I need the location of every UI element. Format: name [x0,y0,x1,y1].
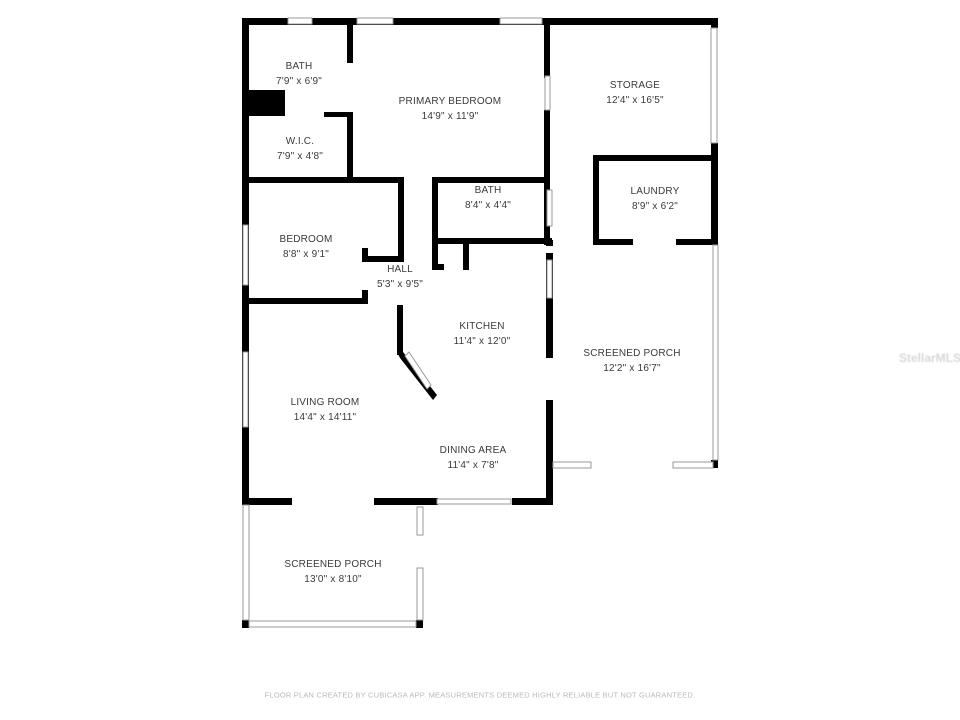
room-dimensions: 7'9" x 6'9" [276,76,322,87]
room-name: LIVING ROOM [290,397,360,408]
room-dimensions: 8'9" x 6'2" [632,201,678,212]
room-dimensions: 11'4" x 7'8" [447,460,499,471]
room-label-primary-bedroom: PRIMARY BEDROOM 14'9" x 11'9" [399,94,502,124]
room-dimensions: 8'4" x 4'4" [465,200,511,211]
room-label-dining-area: DINING AREA 11'4" x 7'8" [440,443,507,473]
room-name: PRIMARY BEDROOM [398,96,502,107]
room-dimensions: 14'4" x 14'11" [293,412,357,423]
room-dimensions: 14'9" x 11'9" [421,111,479,122]
room-name: DINING AREA [439,445,507,456]
room-name: LAUNDRY [630,186,680,197]
room-label-bedroom: BEDROOM 8'8" x 9'1" [279,232,332,262]
room-name: SCREENED PORCH [583,348,681,359]
room-label-hall: HALL 5'3" x 9'5" [377,262,423,292]
room-name: BEDROOM [279,234,333,245]
room-label-wic: W.I.C. 7'9" x 4'8" [277,134,323,164]
room-name: STORAGE [609,80,661,91]
room-name: HALL [387,264,413,275]
room-label-laundry: LAUNDRY 8'9" x 6'2" [630,184,679,214]
room-label-screened-porch-south: SCREENED PORCH 13'0" x 8'10" [284,557,381,587]
room-name: W.I.C. [285,136,315,147]
room-name: KITCHEN [459,321,505,332]
room-label-bath-2: BATH 8'4" x 4'4" [465,183,511,213]
room-dimensions: 13'0" x 8'10" [304,574,362,585]
room-dimensions: 12'2" x 16'7" [603,363,661,374]
room-dimensions: 5'3" x 9'5" [377,279,423,290]
footer-disclaimer: FLOOR PLAN CREATED BY CUBICASA APP. MEAS… [264,690,696,700]
room-dimensions: 11'4" x 12'0" [453,336,511,347]
room-dimensions: 8'8" x 9'1" [283,249,329,260]
room-dimensions: 12'4" x 16'5" [606,95,664,106]
room-name: BATH [285,61,313,72]
room-label-screened-porch-east: SCREENED PORCH 12'2" x 16'7" [583,346,680,376]
room-name: BATH [474,185,502,196]
room-label-storage: STORAGE 12'4" x 16'5" [606,78,663,108]
windows [242,17,719,628]
room-name: SCREENED PORCH [284,559,382,570]
watermark-text: StellarMLS [898,351,960,365]
room-label-living-room: LIVING ROOM 14'4" x 14'11" [291,395,360,425]
room-label-kitchen: KITCHEN 11'4" x 12'0" [454,319,511,349]
room-dimensions: 7'9" x 4'8" [277,151,323,162]
room-label-bath-1: BATH 7'9" x 6'9" [276,59,322,89]
